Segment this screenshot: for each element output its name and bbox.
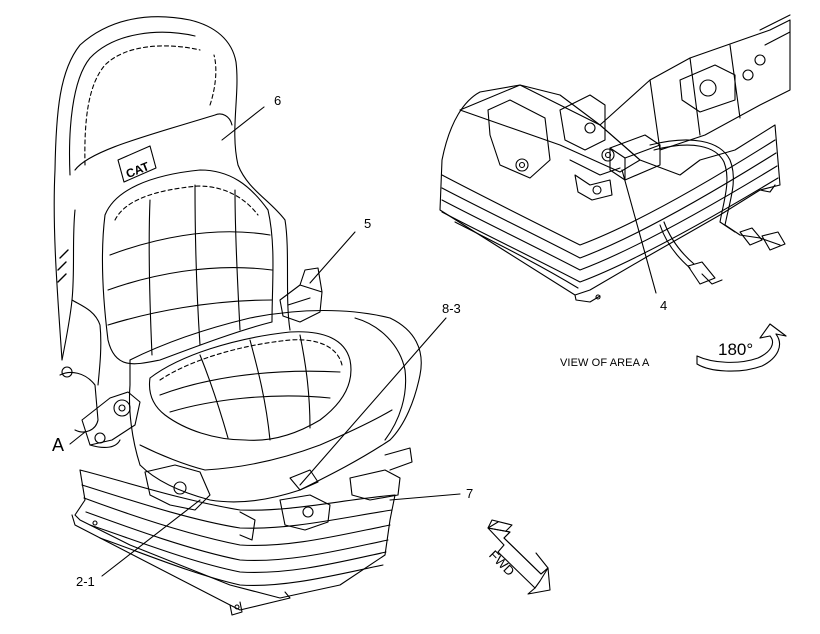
callout-leader-lines [69,106,657,577]
rotation-label: 180° [718,340,754,359]
svg-text:CAT: CAT [124,159,152,181]
fwd-direction-arrow [487,519,551,595]
callout-6: 6 [274,93,282,108]
callout-5: 5 [364,216,372,231]
view-of-area-a-caption: VIEW OF AREA A [560,357,650,369]
callout-2-1: 2-1 [76,574,95,589]
seat-illustration: CAT [53,16,422,616]
callout-7: 7 [466,486,474,501]
area-a-detail-illustration [439,14,791,303]
callout-area-a: A [52,435,65,455]
callout-4: 4 [660,298,668,313]
callout-8-3: 8-3 [442,301,461,316]
rotation-180-arrow [696,323,787,372]
